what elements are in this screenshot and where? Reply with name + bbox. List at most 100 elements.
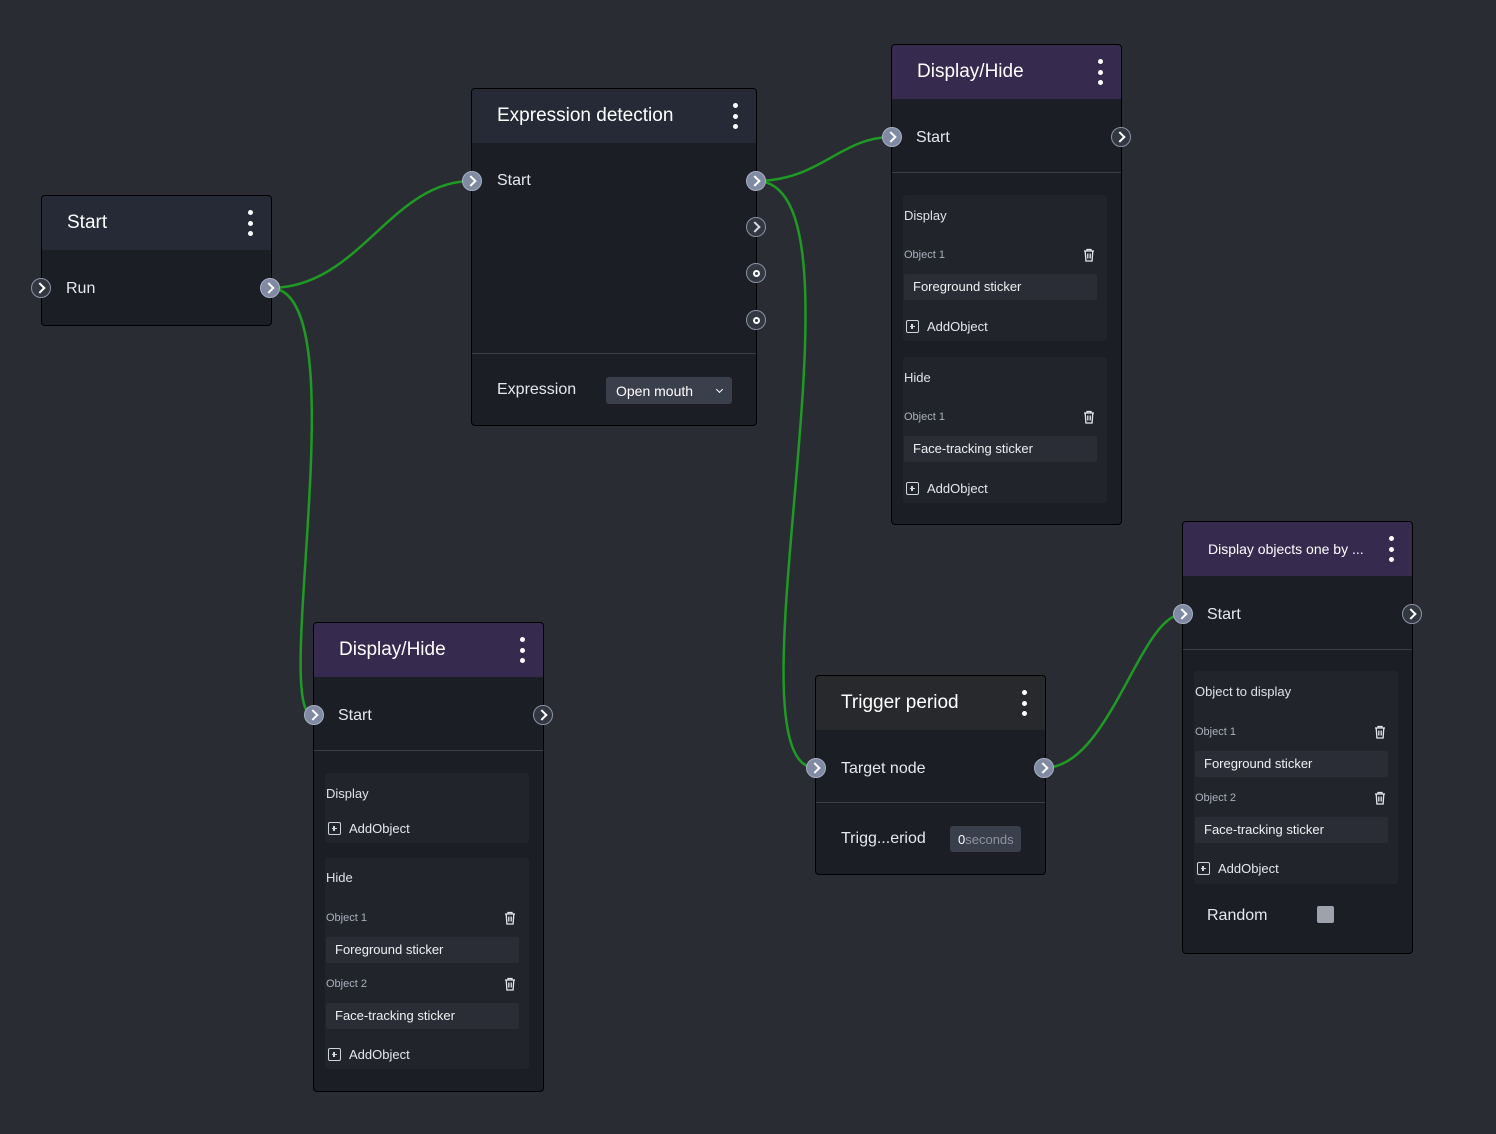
section-title: Display: [904, 208, 947, 223]
add-object-label: AddObject: [1218, 861, 1279, 876]
node-header[interactable]: Start: [42, 196, 271, 250]
add-object-label: AddObject: [927, 319, 988, 334]
object-field[interactable]: Foreground sticker: [326, 937, 519, 963]
node-title: Display objects one by ...: [1208, 541, 1364, 557]
start-label: Start: [1207, 606, 1241, 623]
wire-trigger-to-display-seq: [1043, 612, 1184, 770]
more-menu-icon[interactable]: [1017, 688, 1031, 718]
object-label: Object 1: [326, 912, 367, 924]
more-menu-icon[interactable]: [728, 101, 742, 131]
target-node-input-port[interactable]: [806, 758, 826, 778]
wire-expression-to-displayhide-top: [755, 135, 893, 183]
trigger-period-node[interactable]: Trigger period Target node Trigg...eriod…: [815, 675, 1046, 875]
section-title: Hide: [904, 370, 931, 385]
divider: [472, 353, 756, 354]
node-header[interactable]: Display/Hide: [892, 45, 1121, 99]
trash-icon[interactable]: [1373, 791, 1387, 805]
object-field[interactable]: Face-tracking sticker: [326, 1003, 519, 1029]
trigger-period-value: 0: [958, 831, 966, 847]
section-title: Display: [326, 786, 369, 801]
divider: [892, 172, 1121, 173]
object-label: Object 1: [904, 249, 945, 261]
start-label: Start: [338, 707, 372, 724]
node-header[interactable]: Display/Hide: [314, 623, 543, 677]
start-label: Start: [916, 129, 950, 146]
start-node[interactable]: Start Run: [41, 195, 272, 326]
node-title: Trigger period: [841, 692, 959, 713]
expression-select[interactable]: Open mouth: [606, 377, 732, 404]
target-node-label: Target node: [841, 760, 926, 777]
node-header[interactable]: Display objects one by ...: [1183, 522, 1412, 576]
trash-icon[interactable]: [1082, 248, 1096, 262]
start-input-port[interactable]: [882, 127, 902, 147]
more-menu-icon[interactable]: [1384, 534, 1398, 564]
random-label: Random: [1207, 907, 1268, 924]
display-hide-node-bottom[interactable]: Display/Hide Start Display AddObject Hid…: [313, 622, 544, 1092]
output-port-4[interactable]: [746, 310, 766, 330]
expression-label: Expression: [497, 381, 577, 398]
run-label: Run: [66, 280, 96, 297]
start-label: Start: [497, 172, 531, 189]
output-port-2[interactable]: [746, 217, 766, 237]
plus-square-icon: [328, 822, 341, 835]
object-label: Object 1: [904, 411, 945, 423]
trigger-period-label: Trigg...eriod: [841, 830, 926, 847]
add-object-button[interactable]: AddObject: [906, 481, 988, 496]
plus-square-icon: [906, 320, 919, 333]
add-object-label: AddObject: [349, 1047, 410, 1062]
more-menu-icon[interactable]: [243, 208, 257, 238]
node-title: Start: [67, 212, 108, 233]
object-field[interactable]: Foreground sticker: [1195, 751, 1388, 777]
node-title: Display/Hide: [339, 639, 446, 660]
node-title: Expression detection: [497, 105, 674, 126]
node-header[interactable]: Trigger period: [816, 676, 1045, 730]
trash-icon[interactable]: [503, 911, 517, 925]
display-objects-sequence-node[interactable]: Display objects one by ... Start Object …: [1182, 521, 1413, 954]
trash-icon[interactable]: [1373, 725, 1387, 739]
run-output-port[interactable]: [260, 278, 280, 298]
start-input-port[interactable]: [304, 705, 324, 725]
start-output-port[interactable]: [1402, 604, 1422, 624]
add-object-button[interactable]: AddObject: [328, 821, 410, 836]
section-title: Object to display: [1195, 684, 1292, 699]
expression-detection-node[interactable]: Expression detection Start Expression Op…: [471, 88, 757, 426]
expression-value: Open mouth: [616, 382, 694, 399]
output-port-3[interactable]: [746, 263, 766, 283]
object-label: Object 1: [1195, 726, 1236, 738]
output-port-1[interactable]: [746, 171, 766, 191]
wire-run-to-expression: [269, 179, 473, 290]
wire-run-to-displayhide-bottom: [269, 286, 314, 717]
more-menu-icon[interactable]: [515, 635, 529, 665]
object-to-display-section: Object to display Object 1 Foreground st…: [1194, 671, 1398, 884]
random-checkbox[interactable]: [1317, 906, 1334, 923]
more-menu-icon[interactable]: [1093, 57, 1107, 87]
run-input-port[interactable]: [31, 278, 51, 298]
start-output-port[interactable]: [1111, 127, 1131, 147]
trash-icon[interactable]: [1082, 410, 1096, 424]
chevron-down-icon: [715, 385, 724, 393]
start-input-port[interactable]: [462, 171, 482, 191]
target-node-output-port[interactable]: [1034, 758, 1054, 778]
object-field[interactable]: Face-tracking sticker: [904, 436, 1097, 462]
object-label: Object 2: [1195, 792, 1236, 804]
display-section: Display AddObject: [325, 773, 529, 843]
trash-icon[interactable]: [503, 977, 517, 991]
add-object-button[interactable]: AddObject: [1197, 861, 1279, 876]
add-object-button[interactable]: AddObject: [328, 1047, 410, 1062]
divider: [314, 750, 543, 751]
section-title: Hide: [326, 870, 353, 885]
start-input-port[interactable]: [1173, 604, 1193, 624]
display-hide-node-top[interactable]: Display/Hide Start Display Object 1 Fore…: [891, 44, 1122, 525]
object-field[interactable]: Face-tracking sticker: [1195, 817, 1388, 843]
node-header[interactable]: Expression detection: [472, 89, 756, 143]
start-output-port[interactable]: [533, 705, 553, 725]
display-section: Display Object 1 Foreground sticker AddO…: [903, 195, 1107, 341]
add-object-label: AddObject: [349, 821, 410, 836]
add-object-label: AddObject: [927, 481, 988, 496]
object-field[interactable]: Foreground sticker: [904, 274, 1097, 300]
add-object-button[interactable]: AddObject: [906, 319, 988, 334]
plus-square-icon: [328, 1048, 341, 1061]
divider: [1183, 649, 1412, 650]
divider: [816, 802, 1045, 803]
